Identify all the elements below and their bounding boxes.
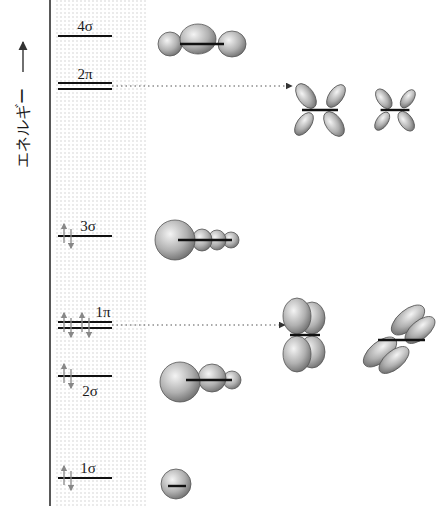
orbital-2sigma xyxy=(160,362,241,402)
level-label: 4σ xyxy=(77,19,93,34)
energy-level xyxy=(58,321,112,323)
orbital-1pi xyxy=(358,299,439,378)
stipple-band xyxy=(56,0,148,506)
energy-arrow xyxy=(22,42,23,72)
leader-line xyxy=(112,325,285,326)
energy-level xyxy=(58,82,112,84)
electron-down xyxy=(88,318,89,337)
energy-level xyxy=(58,375,112,377)
orbital-2pi xyxy=(291,80,349,140)
energy-level xyxy=(58,235,112,237)
orbital-2pi xyxy=(372,86,419,134)
electron-up xyxy=(63,364,64,383)
level-label: 2π xyxy=(77,67,92,82)
level-label: 2σ xyxy=(82,384,98,399)
axis-label: エネルギー xyxy=(15,88,31,168)
energy-level xyxy=(58,327,112,329)
leader-line xyxy=(112,86,292,87)
orbital-4sigma xyxy=(158,24,246,57)
orbital-1sigma xyxy=(161,469,191,499)
electron-up xyxy=(63,224,64,243)
electron-up xyxy=(63,466,64,485)
level-label: 1π xyxy=(95,305,110,320)
electron-down xyxy=(70,229,71,248)
energy-level xyxy=(58,88,112,90)
electron-down xyxy=(70,471,71,490)
level-label: 1σ xyxy=(80,461,96,476)
energy-level xyxy=(58,35,112,37)
electron-up xyxy=(63,313,64,332)
level-label: 3σ xyxy=(80,219,96,234)
electron-down xyxy=(70,318,71,337)
electron-down xyxy=(70,369,71,388)
orbital-1pi xyxy=(283,298,325,372)
energy-axis xyxy=(49,0,51,506)
orbital-3sigma xyxy=(155,220,239,260)
energy-level xyxy=(58,477,112,479)
electron-up xyxy=(81,313,82,332)
